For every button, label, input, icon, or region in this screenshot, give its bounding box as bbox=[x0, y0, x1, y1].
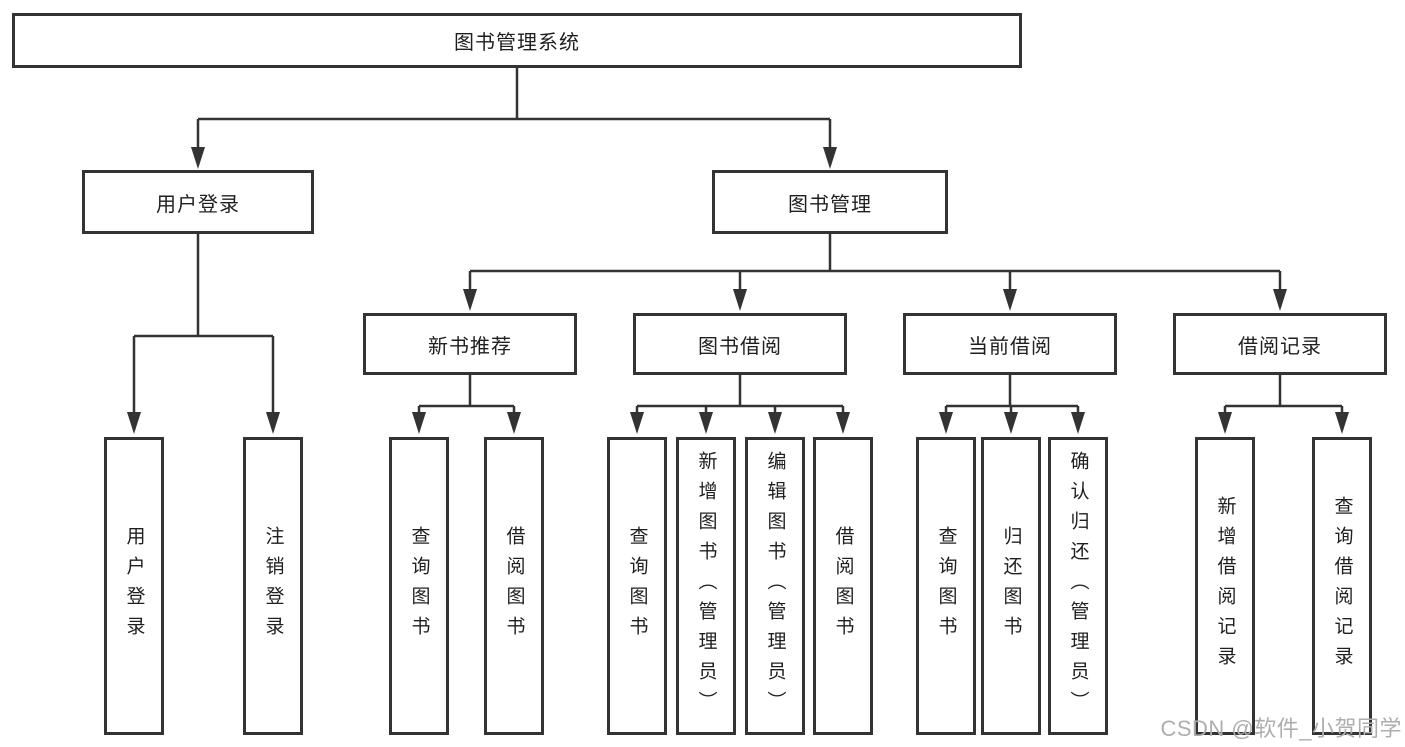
leaf-bb-query-books: 查询图书 bbox=[607, 437, 667, 735]
connector-user-login-branch bbox=[132, 234, 275, 414]
leaf-bb-edit-book-admin: 编辑图书（管理员） bbox=[745, 437, 805, 735]
watermark: CSDN @软件_小贺同学 bbox=[1160, 716, 1402, 741]
arrowhead-down bbox=[463, 289, 477, 311]
connector-current-borrow-branch bbox=[944, 375, 1080, 414]
arrowhead-down bbox=[836, 412, 850, 434]
node-label: 图书借阅 bbox=[698, 335, 782, 358]
leaf-cb-query-books: 查询图书 bbox=[916, 437, 976, 735]
node-book-management: 图书管理 bbox=[712, 170, 948, 234]
arrowhead-down bbox=[412, 412, 426, 434]
node-current-borrow: 当前借阅 bbox=[903, 313, 1117, 375]
node-label: 编辑图书（管理员） bbox=[764, 451, 786, 721]
leaf-bb-borrow-books: 借阅图书 bbox=[813, 437, 873, 735]
node-label: 图书管理系统 bbox=[454, 32, 580, 54]
node-label: 确认归还（管理员） bbox=[1067, 451, 1089, 721]
node-book-borrow: 图书借阅 bbox=[633, 313, 847, 375]
node-label: 新增借阅记录 bbox=[1214, 496, 1236, 676]
arrowhead-down bbox=[1071, 412, 1085, 434]
leaf-bb-add-book-admin: 新增图书（管理员） bbox=[676, 437, 736, 735]
arrowhead-down bbox=[733, 289, 747, 311]
node-label: 借阅图书 bbox=[503, 526, 525, 646]
node-label: 查询图书 bbox=[626, 526, 648, 646]
arrowhead-down bbox=[630, 412, 644, 434]
arrowhead-down bbox=[266, 412, 280, 434]
node-label: 查询图书 bbox=[935, 526, 957, 646]
node-label: 查询借阅记录 bbox=[1331, 496, 1353, 676]
arrowhead-down bbox=[1273, 289, 1287, 311]
node-label: 借阅记录 bbox=[1238, 335, 1322, 358]
node-label: 注销登录 bbox=[262, 526, 284, 646]
connector-book-management-branch bbox=[468, 234, 1282, 291]
arrowhead-down bbox=[507, 412, 521, 434]
arrowhead-down bbox=[768, 412, 782, 434]
node-label: 图书管理 bbox=[788, 193, 872, 216]
node-label: 归还图书 bbox=[1000, 526, 1022, 646]
arrowhead-down bbox=[1004, 412, 1018, 434]
arrowhead-down bbox=[1003, 289, 1017, 311]
connector-book-borrow-branch bbox=[635, 375, 845, 414]
connector-root-to-level2 bbox=[196, 68, 832, 149]
leaf-user-login: 用户登录 bbox=[104, 437, 164, 735]
node-new-book-recommend: 新书推荐 bbox=[363, 313, 577, 375]
arrowhead-down bbox=[127, 412, 141, 434]
node-label: 新增图书（管理员） bbox=[695, 451, 717, 721]
node-label: 新书推荐 bbox=[428, 335, 512, 358]
arrowhead-down bbox=[1218, 412, 1232, 434]
node-borrow-records: 借阅记录 bbox=[1173, 313, 1387, 375]
node-label: 查询图书 bbox=[408, 526, 430, 646]
leaf-nbr-borrow-books: 借阅图书 bbox=[484, 437, 544, 735]
node-label: 用户登录 bbox=[156, 193, 240, 216]
leaf-logout: 注销登录 bbox=[243, 437, 303, 735]
arrowhead-down bbox=[823, 147, 837, 169]
connector-borrow-records-branch bbox=[1223, 375, 1344, 414]
node-user-login: 用户登录 bbox=[82, 170, 314, 234]
arrowhead-down bbox=[939, 412, 953, 434]
connector-new-book-recommend-branch bbox=[417, 375, 516, 414]
node-label: 当前借阅 bbox=[968, 335, 1052, 358]
leaf-cb-return-books: 归还图书 bbox=[981, 437, 1041, 735]
arrowhead-down bbox=[699, 412, 713, 434]
node-label: 借阅图书 bbox=[832, 526, 854, 646]
leaf-nbr-query-books: 查询图书 bbox=[389, 437, 449, 735]
leaf-cb-confirm-return-admin: 确认归还（管理员） bbox=[1048, 437, 1108, 735]
leaf-br-query-record: 查询借阅记录 bbox=[1312, 437, 1372, 735]
arrowhead-down bbox=[191, 147, 205, 169]
leaf-br-add-record: 新增借阅记录 bbox=[1195, 437, 1255, 735]
node-label: 用户登录 bbox=[123, 526, 145, 646]
node-book-management-system: 图书管理系统 bbox=[12, 13, 1022, 68]
arrowhead-down bbox=[1335, 412, 1349, 434]
